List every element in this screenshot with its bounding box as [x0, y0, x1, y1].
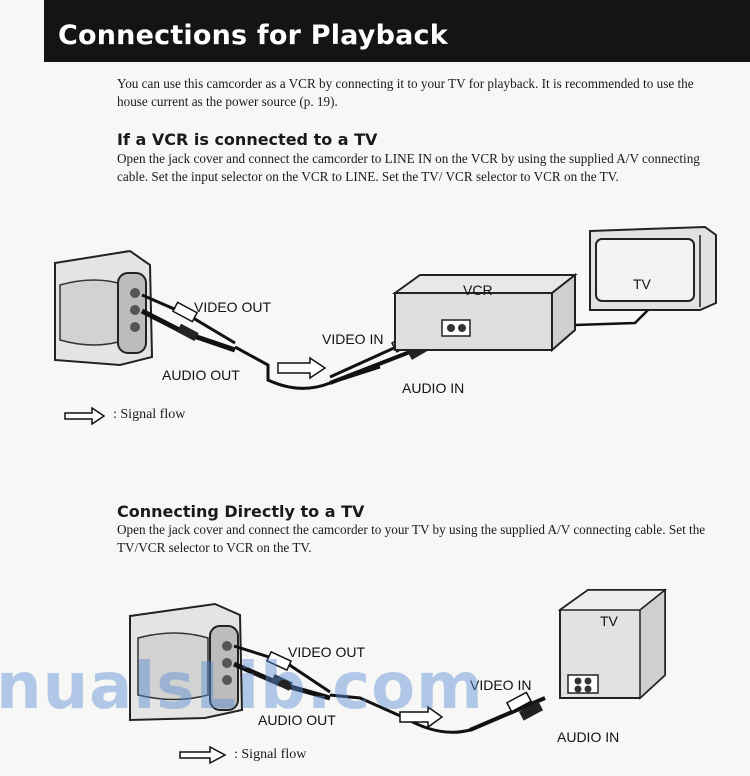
intro-paragraph: You can use this camcorder as a VCR by c… [117, 76, 694, 109]
video-out-label: VIDEO OUT [194, 299, 271, 315]
audio-in-label: AUDIO IN [402, 380, 464, 396]
legend-arrow-icon [64, 406, 106, 426]
vcr-icon [391, 272, 578, 353]
signal-flow-arrow-icon [277, 356, 327, 380]
vcr-connection-diagram: VCR TV VIDEO OUT AUDIO OUT VIDEO IN AUDI… [54, 225, 717, 426]
signal-flow-legend: : Signal flow [113, 407, 186, 422]
legend-arrow-icon [179, 745, 227, 765]
video-in-label: VIDEO IN [322, 331, 383, 347]
tv-label: TV [600, 613, 619, 629]
signal-flow-arrow-icon [399, 705, 444, 729]
tv-label: TV [633, 276, 652, 292]
vcr-label: VCR [463, 282, 493, 298]
section1-body: Open the jack cover and connect the camc… [117, 151, 700, 184]
camcorder-icon [129, 602, 244, 722]
header-bar [44, 0, 750, 62]
section1-heading: If a VCR is connected to a TV [117, 130, 378, 149]
page-title: Connections for Playback [58, 20, 448, 51]
section2-body: Open the jack cover and connect the camc… [117, 522, 706, 555]
video-in-label: VIDEO IN [470, 677, 531, 693]
audio-in-label: AUDIO IN [557, 729, 619, 745]
signal-flow-legend: : Signal flow [234, 747, 307, 762]
audio-out-label: AUDIO OUT [258, 712, 336, 728]
tv-icon [557, 588, 668, 700]
tv-direct-connection-diagram: TV VIDEO OUT AUDIO OUT VIDEO IN AUDIO IN [129, 588, 668, 765]
tv-icon [589, 225, 717, 311]
watermark: nualsLib.com [0, 650, 484, 724]
camcorder-icon [54, 249, 154, 367]
video-out-label: VIDEO OUT [288, 644, 365, 660]
audio-out-label: AUDIO OUT [162, 367, 240, 383]
section2-heading: Connecting Directly to a TV [117, 502, 365, 521]
